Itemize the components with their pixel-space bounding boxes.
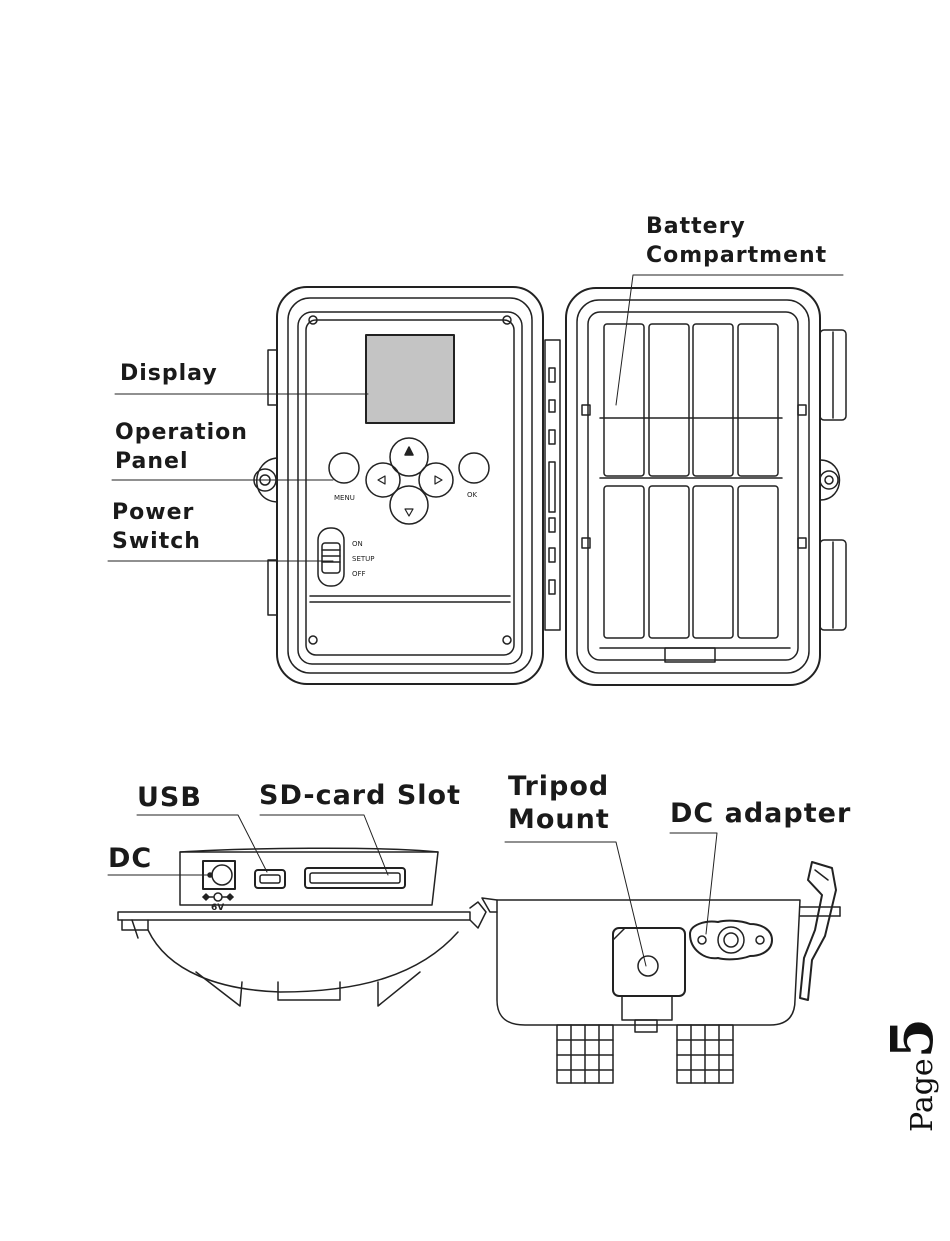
sd-card-slot-label: SD-card Slot (259, 779, 461, 812)
dc-adapter-label: DC adapter (670, 797, 851, 830)
switch-off-label: OFF (352, 570, 366, 578)
dc-label: DC (108, 842, 152, 875)
camera-underside-view (482, 898, 840, 1025)
power-switch-label: Power Switch (112, 498, 201, 556)
display-screen (366, 335, 454, 423)
right-arrow-icon (435, 476, 442, 484)
operation-panel-label: Operation Panel (115, 418, 248, 476)
hinge (545, 340, 560, 630)
power-label-line1: Power (112, 498, 201, 527)
operation-panel (329, 438, 489, 524)
dc-adapter-port (690, 921, 772, 960)
up-arrow-icon (405, 447, 413, 455)
operation-label-line1: Operation (115, 418, 248, 447)
switch-on-label: ON (352, 540, 363, 548)
tripod-mount-label: Tripod Mount (508, 770, 610, 836)
menu-button (329, 453, 359, 483)
tripod-label-line2: Mount (508, 803, 610, 836)
dc-voltage-label: 6V (211, 903, 224, 913)
tripod-mount (613, 928, 685, 1020)
switch-setup-label: SETUP (352, 555, 375, 563)
strap-clips (557, 1020, 733, 1083)
page-number: Page5 (870, 1040, 950, 1140)
menu-label: MENU (334, 494, 355, 502)
left-arrow-icon (378, 476, 385, 484)
power-switch (318, 528, 344, 586)
camera-bottom-view (118, 848, 486, 1006)
latch (800, 862, 836, 1000)
operation-label-line2: Panel (115, 447, 248, 476)
page-digit: 5 (878, 1018, 946, 1058)
tripod-label-line1: Tripod (508, 770, 610, 803)
battery-compartment-label: Battery Compartment (646, 212, 827, 270)
sd-card-slot (305, 868, 405, 888)
dc-port (203, 861, 235, 901)
ok-button (459, 453, 489, 483)
down-arrow-icon (405, 509, 413, 516)
display-label: Display (120, 359, 218, 388)
batteries (600, 324, 782, 638)
usb-label: USB (137, 781, 202, 814)
battery-label-line2: Compartment (646, 241, 827, 270)
power-label-line2: Switch (112, 527, 201, 556)
battery-label-line1: Battery (646, 212, 827, 241)
ok-label: OK (467, 491, 478, 499)
page-word: Page (905, 1058, 940, 1132)
usb-port (255, 870, 285, 888)
